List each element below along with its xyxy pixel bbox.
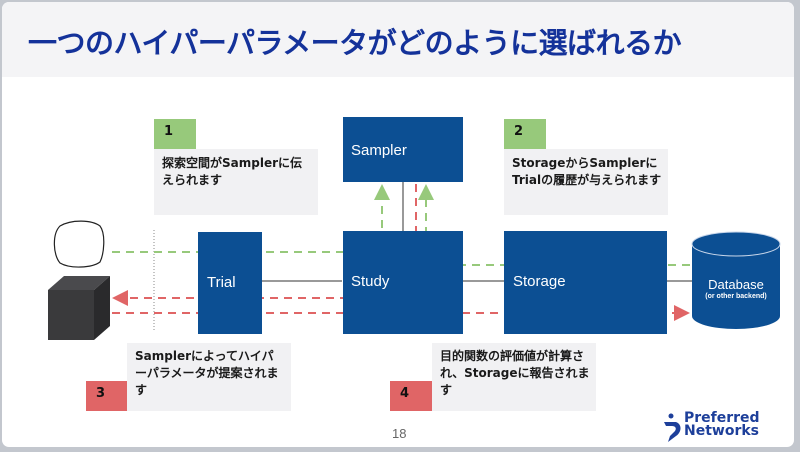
study-box: Study [343,231,463,334]
logo-line1: Preferred [684,410,760,426]
study-label: Study [351,273,390,290]
step-3-text: Samplerによってハイパーパラメータが提案されます [135,349,279,397]
step-4-text: 目的関数の評価値が計算され、Storageに報告されます [440,349,590,397]
user-head-icon [53,220,105,268]
sampler-box: Sampler [343,117,463,182]
sampler-label: Sampler [351,142,407,159]
step-2-number: 2 [514,124,524,139]
step-3-badge: 3 [86,381,127,411]
slide: 一つのハイパーパラメータがどのように選ばれるか [2,2,794,447]
trial-box: Trial [198,232,262,334]
step-4-number: 4 [400,386,410,401]
logo-text: Preferred Networks [684,410,760,439]
step-1-number: 1 [164,124,174,139]
slide-title: 一つのハイパーパラメータがどのように選ばれるか [28,26,682,60]
database-label: Database [708,277,764,292]
step-1-text: 探索空間がSamplerに伝えられます [162,156,303,187]
step-1-note: 探索空間がSamplerに伝えられます [154,149,318,215]
step-1-badge: 1 [154,119,196,149]
trial-label: Trial [207,274,236,291]
pfn-logo-icon [664,413,681,442]
step-3-number: 3 [96,386,106,401]
step-2-badge: 2 [504,119,546,149]
database-cylinder-icon [691,231,781,329]
step-2-text: StorageからSamplerにTrialの履歴が与えられます [512,156,662,187]
storage-box: Storage [504,231,667,334]
step-4-badge: 4 [390,381,432,411]
title-band [2,2,794,77]
database-sublabel: (or other backend) [705,293,767,300]
logo-line2: Networks [684,423,760,439]
storage-label: Storage [513,273,566,290]
step-2-note: StorageからSamplerにTrialの履歴が与えられます [504,149,668,215]
objective-function-cube-icon [48,276,110,340]
preferred-networks-logo: Preferred Networks [662,410,792,444]
step-3-note: Samplerによってハイパーパラメータが提案されます [127,343,291,411]
page-number: 18 [392,426,407,441]
step-4-note: 目的関数の評価値が計算され、Storageに報告されます [432,343,596,411]
